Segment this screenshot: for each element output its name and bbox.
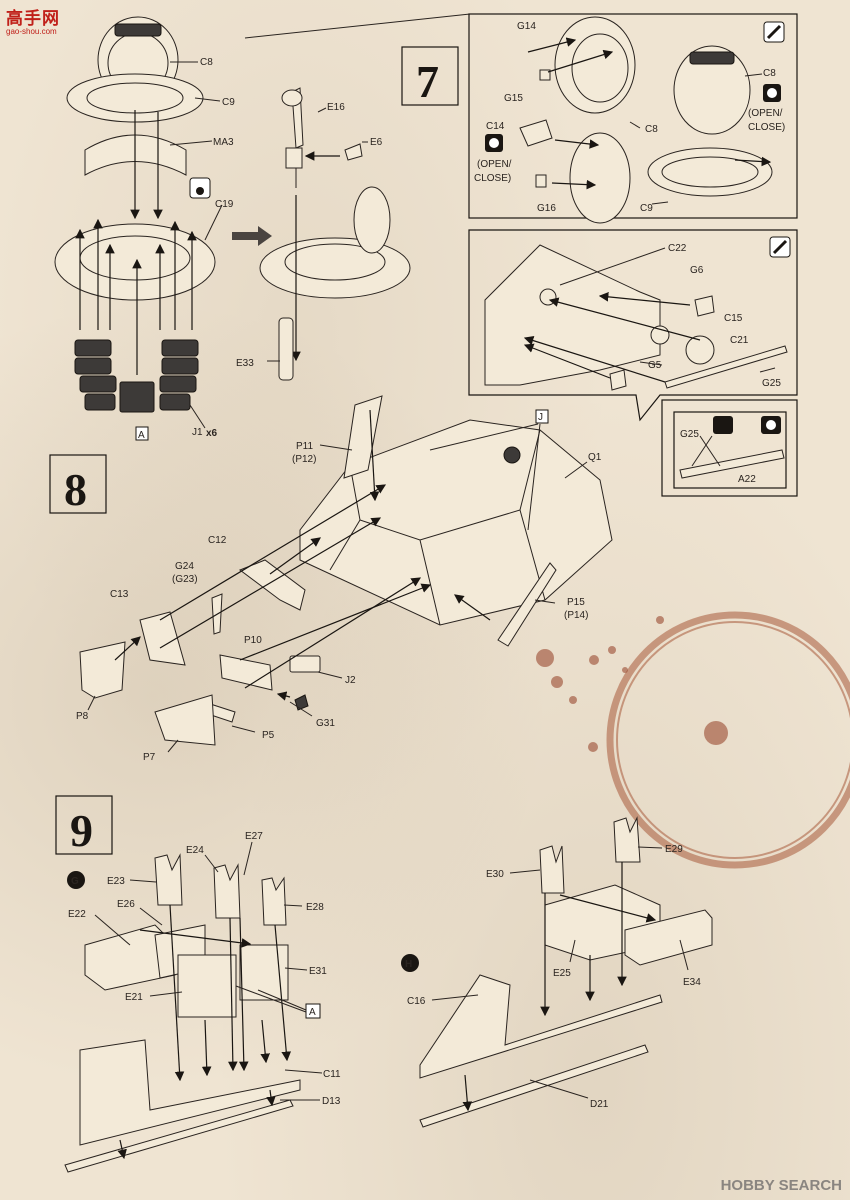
multiplier-badge: x6 [206,428,218,439]
site-logo: 高手网 gao-shou.com [6,4,60,36]
label-P8: P8 [76,711,89,722]
label-C11: C11 [323,1069,341,1080]
label-G6: G6 [690,265,704,276]
label-P12: (P12) [292,454,316,465]
label-E23: E23 [107,876,125,887]
hobby-search-watermark: HOBBY SEARCH [720,1177,842,1194]
step8-hull-assembly [79,395,613,753]
label-G16: G16 [537,203,556,214]
callout-A-1: A [138,430,145,441]
label-J1: J1 [192,427,203,438]
label-D21: D21 [590,1099,609,1110]
step7-detail-box [468,13,798,224]
label-G14: G14 [517,21,536,32]
part-labels: C8 C9 MA3 C19 J1 E16 E6 E33 G14 G15 C14 … [68,21,781,1110]
label-C14: C14 [486,121,505,132]
label-C8: C8 [200,57,213,68]
label-G5: G5 [648,360,662,371]
label-E33: E33 [236,358,254,369]
label-A22: A22 [738,474,756,485]
label-G15: G15 [504,93,523,104]
step9-sub-g [64,841,323,1173]
step-number-8: 8 [64,464,87,515]
notes: (OPEN/ CLOSE) (OPEN/ CLOSE) x6 J A A G H [71,108,785,1018]
label-G25: G25 [762,378,781,389]
callout-A-2: A [309,1007,316,1018]
logo-url: gao-shou.com [6,27,57,36]
coffee-stain [536,611,850,869]
subassembly-H: H [405,959,412,970]
label-C21: C21 [730,335,749,346]
note-close-1: CLOSE) [748,122,785,133]
step-number-7: 7 [416,56,439,107]
label-P15: P15 [567,597,585,608]
label-E27: E27 [245,831,263,842]
step7-detail-box-2 [468,229,798,422]
step7-detail-box-3 [661,399,798,497]
label-E24: E24 [186,845,204,856]
label-G23: (G23) [172,574,198,585]
label-E30: E30 [486,869,504,880]
step-number-9: 9 [70,805,93,856]
label-C22: C22 [668,243,687,254]
label-C8-detail-2: C8 [763,68,776,79]
label-E22: E22 [68,909,86,920]
label-C16: C16 [407,996,426,1007]
label-G31: G31 [316,718,335,729]
label-E25: E25 [553,968,571,979]
label-P11: P11 [296,441,313,452]
label-G24: G24 [175,561,194,572]
label-P7: P7 [143,752,156,763]
label-P10: P10 [244,635,262,646]
step-numbers: 7 8 9 [64,56,439,856]
label-E6: E6 [370,137,383,148]
callout-J: J [538,412,543,423]
label-C12: C12 [208,535,227,546]
label-C8-detail: C8 [645,124,658,135]
label-E29: E29 [665,844,683,855]
step8-box [49,454,107,514]
label-E26: E26 [117,899,135,910]
label-D13: D13 [322,1096,341,1107]
step9-box [55,795,113,855]
label-E34: E34 [683,977,701,988]
label-G25-detail: G25 [680,429,699,440]
subassembly-G: G [71,876,79,887]
label-E28: E28 [306,902,324,913]
note-open-2: (OPEN/ [477,159,512,170]
label-C15: C15 [724,313,743,324]
label-Q1: Q1 [588,452,602,463]
label-C9-detail: C9 [640,203,653,214]
label-E16: E16 [327,102,345,113]
step7-hatch-assembly [54,13,471,429]
step9-sub-h [401,816,713,1128]
label-J2: J2 [345,675,356,686]
label-P14: (P14) [564,610,588,621]
label-E21: E21 [125,992,143,1003]
label-C19: C19 [215,199,234,210]
label-E31: E31 [309,966,327,977]
label-C13: C13 [110,589,129,600]
step7-number-box [401,46,459,106]
label-MA3: MA3 [213,137,234,148]
note-open-1: (OPEN/ [748,108,783,119]
note-close-2: CLOSE) [474,173,511,184]
label-P5: P5 [262,730,275,741]
logo-text: 高手网 [6,9,60,29]
label-C9: C9 [222,97,235,108]
